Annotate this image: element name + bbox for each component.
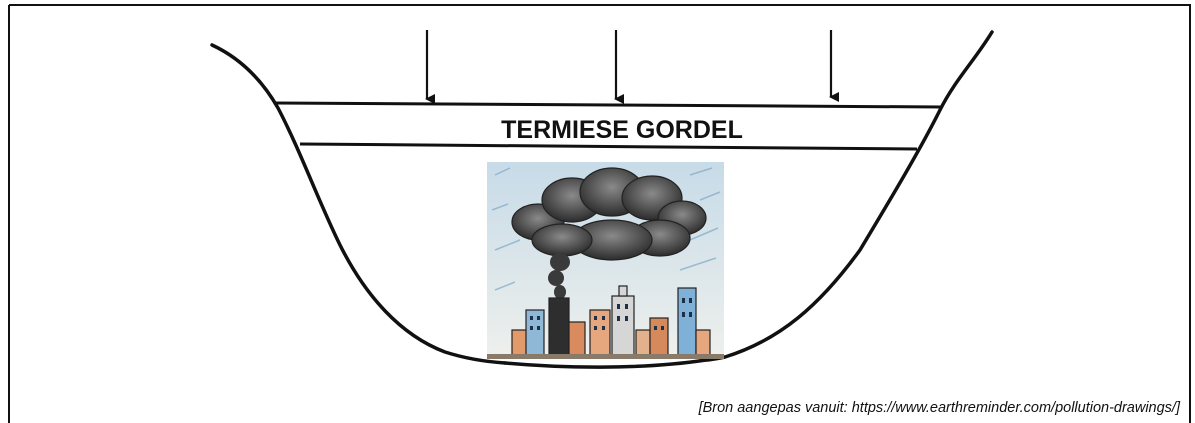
thermal-belt-upper-line [274, 101, 943, 109]
smog-cloud [511, 167, 707, 261]
valley-slope-left [210, 43, 507, 365]
thermal-belt-lower-line [299, 142, 918, 151]
frame [8, 4, 1191, 423]
source-citation: [Bron aangepas vanuit: https://www.earth… [698, 400, 1181, 416]
valley-slope-right [704, 30, 994, 362]
smoke-plume [548, 253, 570, 299]
polluted-city-illustration [487, 162, 724, 359]
valley-floor [503, 358, 708, 369]
thermal-belt-label: TERMIESE GORDEL [501, 116, 743, 144]
